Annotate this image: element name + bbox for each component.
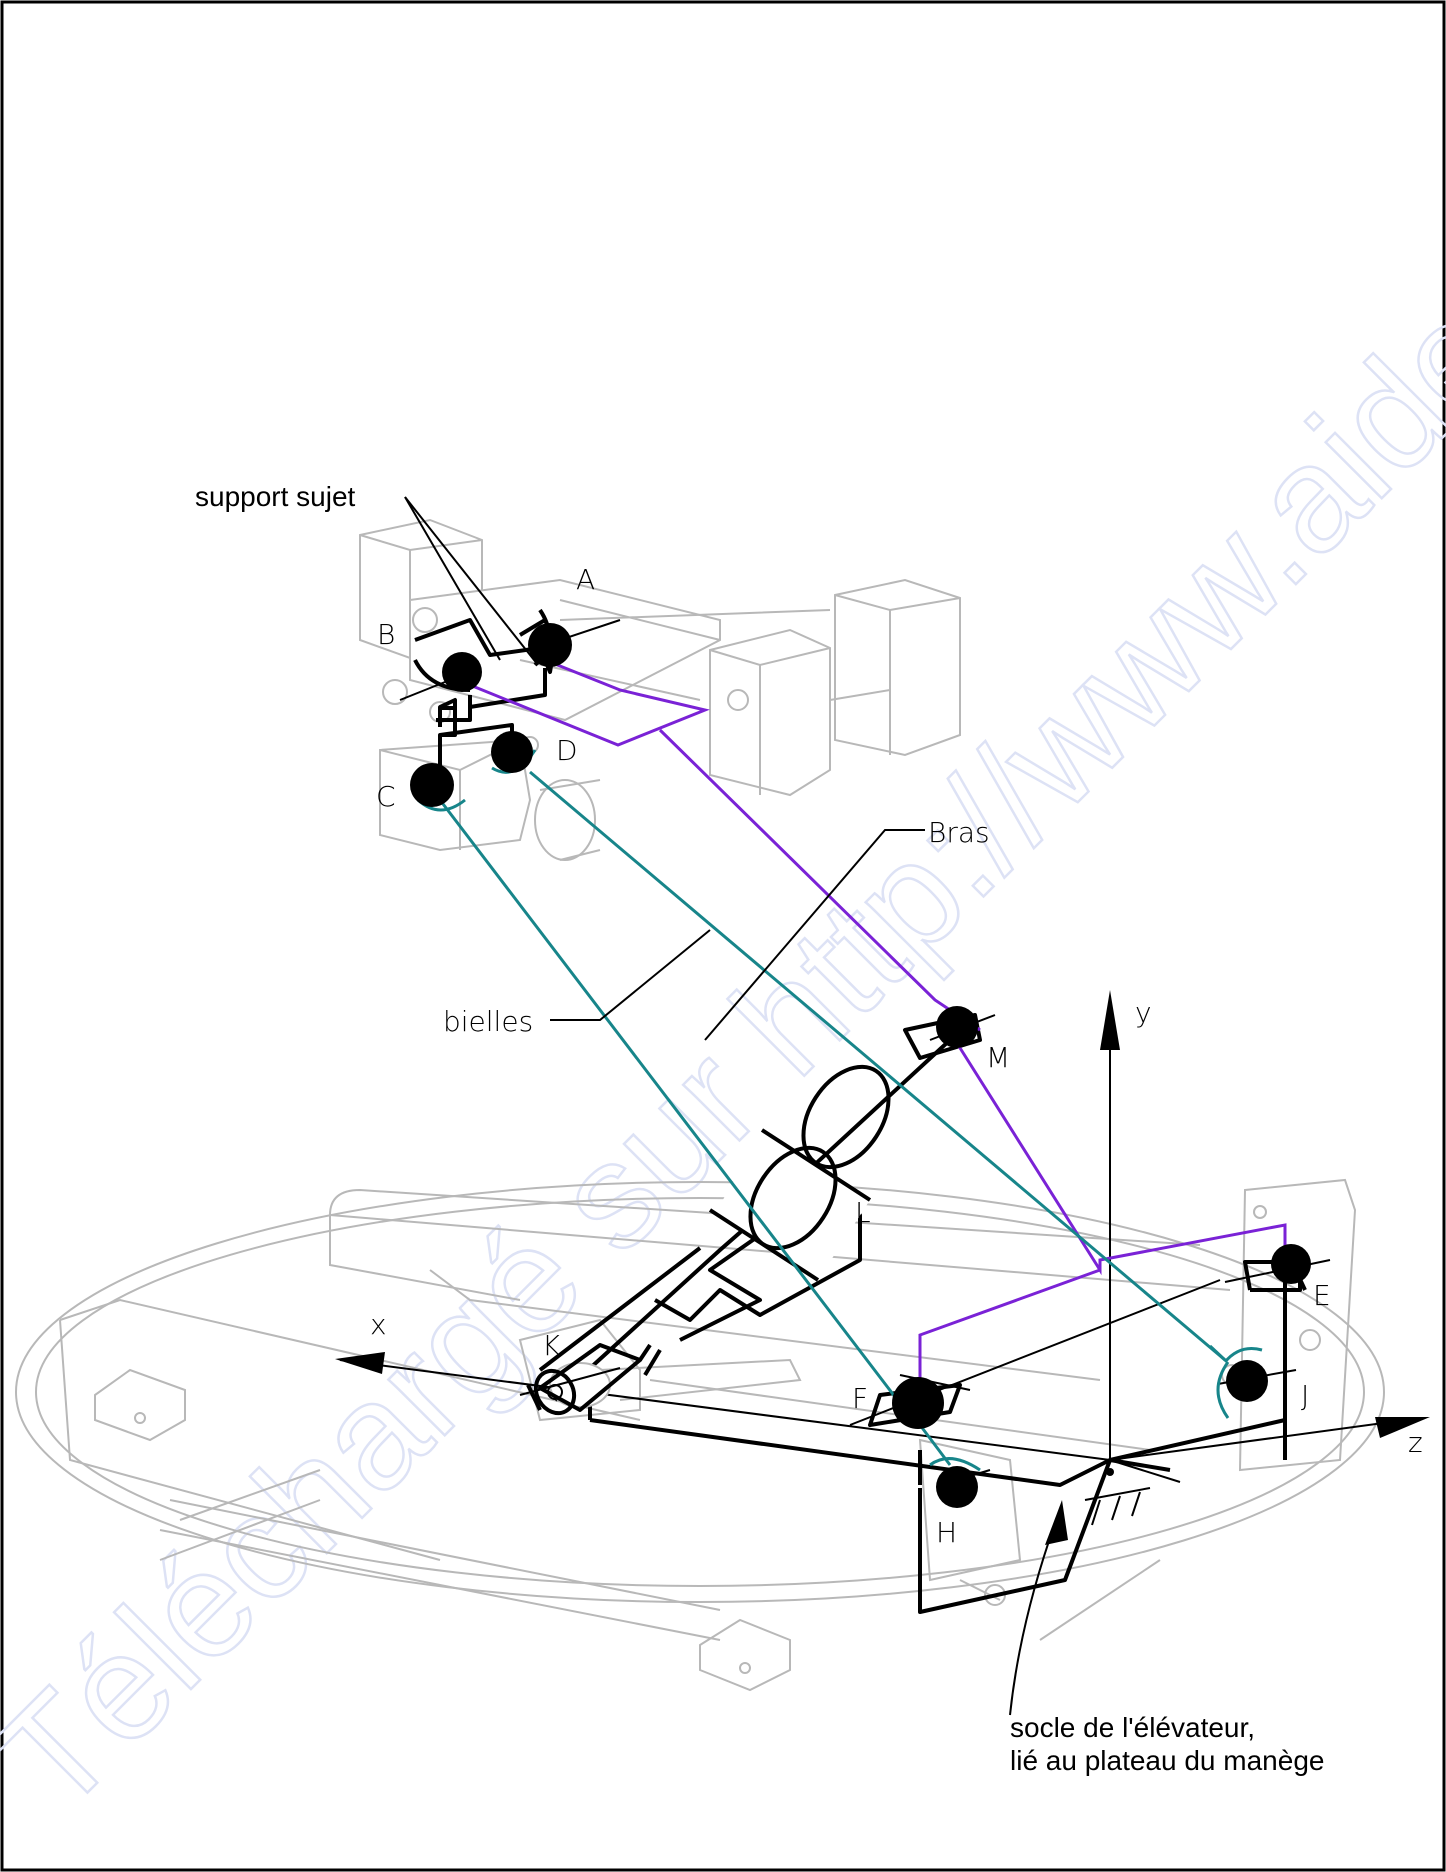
actuator-cylinder-L <box>708 1064 891 1282</box>
subject-support-drawing <box>359 518 961 861</box>
socle-label-line1: socle de l'élévateur, <box>1010 1712 1255 1743</box>
bielles-leader <box>550 929 711 1021</box>
axis-label-x: x <box>370 1308 387 1341</box>
axis-label-y: y <box>1135 996 1152 1029</box>
ball-joint-A <box>528 623 572 667</box>
point-label-J: J <box>1301 1379 1309 1412</box>
x-axis-arrow-icon <box>335 1352 385 1374</box>
ball-joint-H <box>936 1466 978 1508</box>
x-axis <box>339 1359 1111 1461</box>
bielles-label: bielles <box>443 1005 533 1038</box>
ball-joints <box>410 623 1311 1508</box>
point-label-B: B <box>377 618 395 651</box>
point-label-K: K <box>542 1329 561 1362</box>
support-sujet-label: support sujet <box>195 481 356 512</box>
socle-arrow-icon <box>1045 1500 1068 1545</box>
point-label-H: H <box>936 1516 957 1549</box>
ball-joint-F <box>892 1377 944 1429</box>
point-label-D: D <box>556 734 578 767</box>
y-axis-arrow-icon <box>1100 990 1120 1050</box>
ball-joint-E <box>1271 1244 1311 1284</box>
z-axis-arrow-icon <box>1375 1417 1430 1438</box>
point-label-L: L <box>855 1196 871 1229</box>
ball-joint-D <box>491 731 533 773</box>
bras-leader <box>704 829 925 1041</box>
ball-joint-B <box>442 652 482 692</box>
point-label-E: E <box>1313 1279 1331 1312</box>
axis-label-z: z <box>1408 1426 1423 1459</box>
bras-label: Bras <box>928 816 990 849</box>
point-label-A: A <box>576 563 595 596</box>
ball-joint-C <box>410 763 454 807</box>
bielles-links <box>438 770 1227 1466</box>
socle-label-line2: lié au plateau du manège <box>1010 1745 1324 1776</box>
ball-joint-M <box>936 1006 978 1048</box>
z-axis <box>1109 1417 1421 1461</box>
point-label-C: C <box>376 780 396 813</box>
point-label-F: F <box>852 1382 868 1415</box>
joint-K <box>519 1343 662 1416</box>
point-label-M: M <box>986 1041 1010 1074</box>
ball-joint-J <box>1226 1360 1268 1402</box>
